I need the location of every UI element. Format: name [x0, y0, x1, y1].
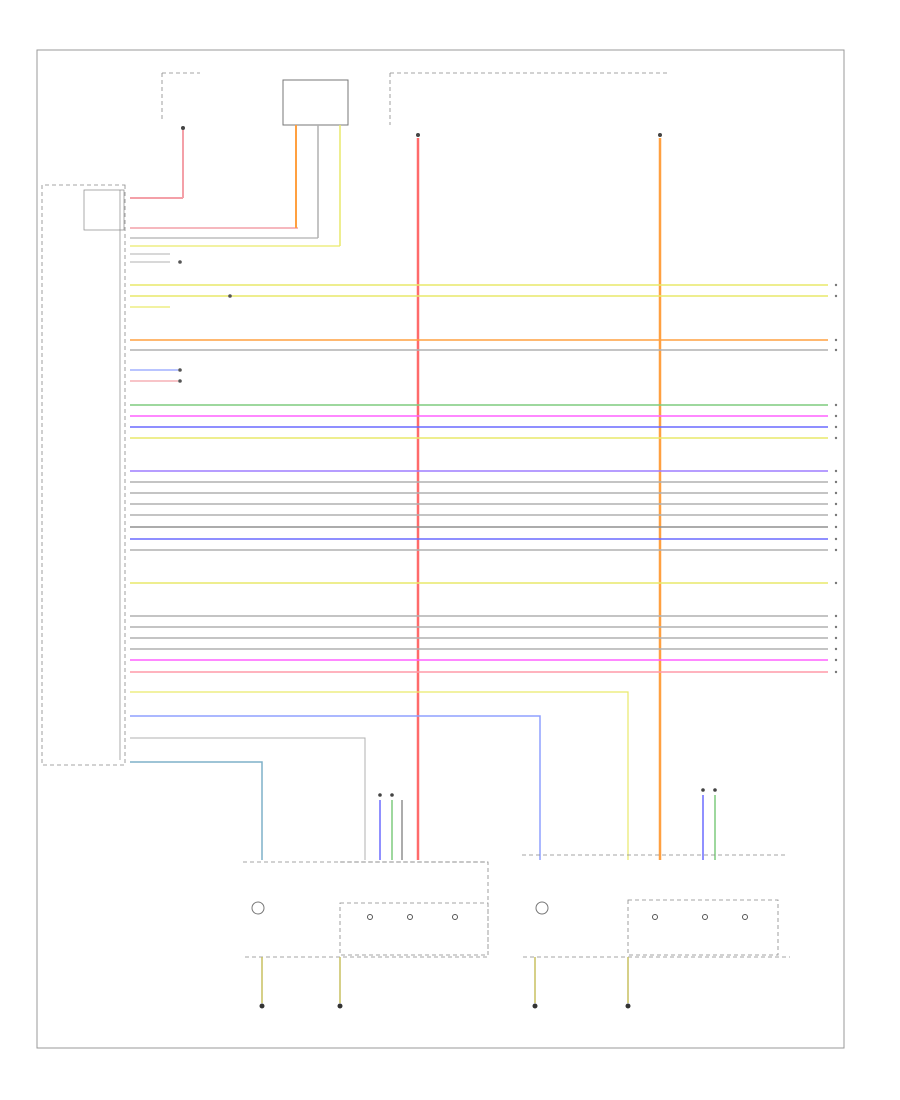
connector-dot [834, 480, 838, 484]
right-headlamp-bulbs [652, 914, 748, 920]
fuse-icon [416, 133, 420, 137]
connector-dot [834, 338, 838, 342]
connector-dot [834, 425, 838, 429]
splice-dot [701, 788, 705, 792]
fuse-icon [658, 133, 662, 137]
ground-leads [261, 957, 629, 1003]
fuse-holder-1-outline [161, 72, 200, 122]
ground-symbol-icon [259, 1003, 631, 1009]
motor-icon [251, 901, 265, 915]
connector-dot [834, 283, 838, 287]
splice-dot [390, 793, 394, 797]
connector-dot [834, 647, 838, 651]
splice-dot [178, 379, 182, 383]
connector-dot [834, 537, 838, 541]
right-edge-connectors [834, 283, 838, 674]
horizontal-wire-bus [130, 284, 828, 673]
top-module-box [282, 79, 349, 126]
connector-dot [834, 636, 838, 640]
connector-dot [834, 436, 838, 440]
connector-dot [834, 581, 838, 585]
splice-dot [178, 260, 182, 264]
connector-dot [834, 614, 838, 618]
connector-dot [834, 525, 838, 529]
splice-dot [228, 294, 232, 298]
wire-teal-drop [130, 761, 263, 860]
right-headlamp-unit [627, 899, 779, 956]
diagram-frame [36, 49, 845, 1049]
wire-gray-drop [130, 737, 366, 860]
control-module-outline [41, 184, 126, 766]
connector-dot [834, 403, 838, 407]
connector-dot [834, 294, 838, 298]
connector-dot [834, 491, 838, 495]
connector-dot [834, 414, 838, 418]
splice-dot [378, 793, 382, 797]
wire-yellow-drop [130, 691, 629, 860]
connector-dot [834, 670, 838, 674]
connector-dot [834, 348, 838, 352]
connector-dot [834, 548, 838, 552]
connector-dot [834, 513, 838, 517]
fuse-icon [181, 126, 185, 130]
connector-dot [834, 469, 838, 473]
fuse-holder-2-outline [389, 72, 670, 125]
control-module-internal-box [83, 189, 125, 231]
splice-dot [713, 788, 717, 792]
wire-blue-drop [130, 715, 541, 860]
splice-dot [178, 368, 182, 372]
connector-dot [834, 658, 838, 662]
connector-dot [834, 502, 838, 506]
left-headlamp-unit [339, 861, 489, 956]
motor-icon [535, 901, 549, 915]
left-headlamp-bulbs [367, 914, 458, 920]
connector-dot [834, 625, 838, 629]
